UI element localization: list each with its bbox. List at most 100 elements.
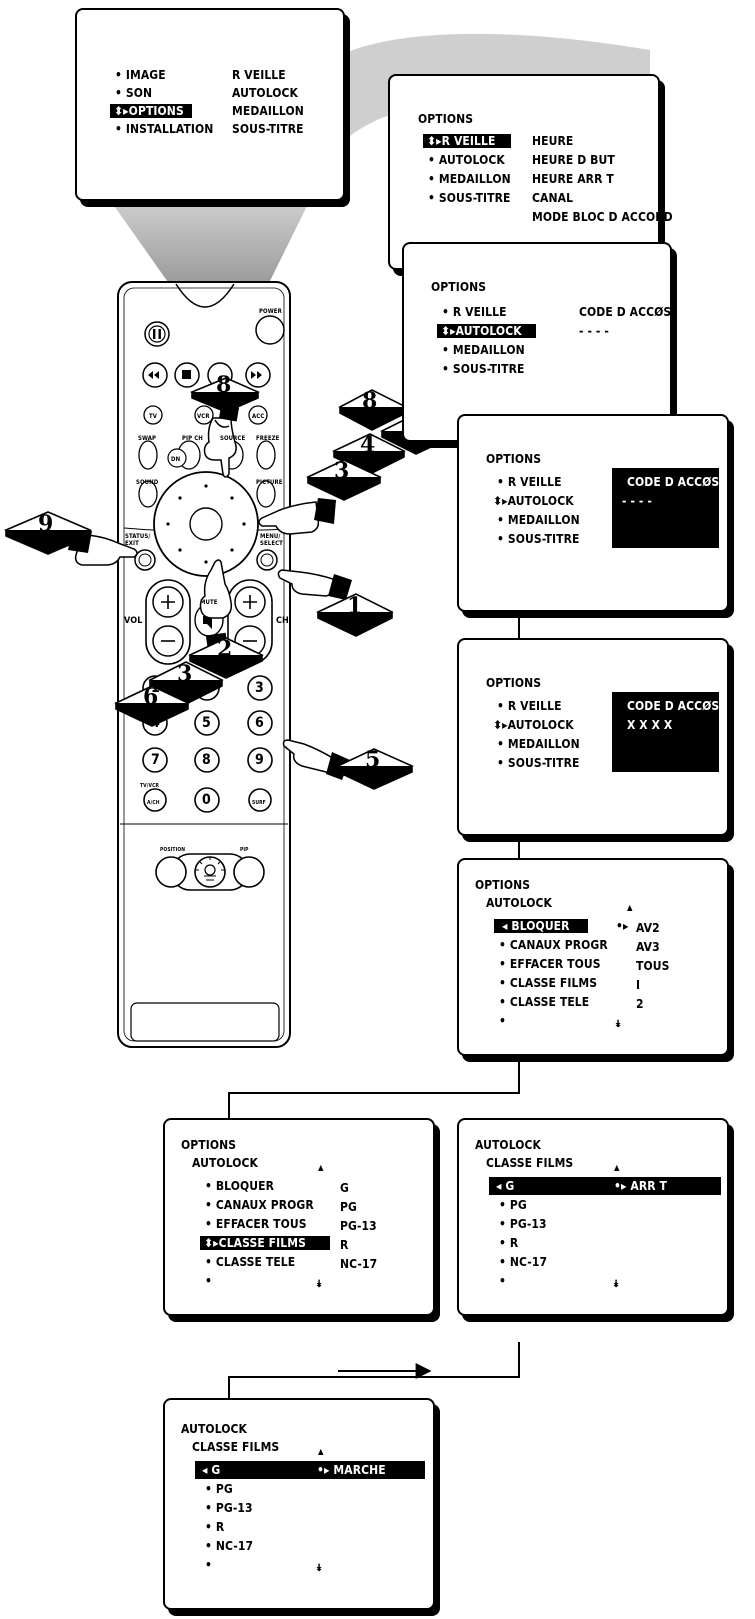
digit-8[interactable]: 8 — [202, 752, 211, 768]
rating-item-nc17[interactable]: • NC-17 — [205, 1539, 254, 1553]
menu-item-image[interactable]: • IMAGE — [115, 68, 166, 82]
rating-item-pg13[interactable]: • PG-13 — [499, 1217, 547, 1231]
value-canal: CANAL — [532, 191, 574, 205]
option-sous-titre[interactable]: • SOUS-TITRE — [442, 362, 525, 376]
autolock-item-empty: • — [205, 1274, 213, 1288]
step-5: 5 — [365, 747, 381, 773]
source-label: SOURCE — [220, 435, 246, 442]
screen-title: OPTIONS — [181, 1138, 237, 1152]
menu-item-son[interactable]: • SON — [115, 86, 153, 100]
scroll-down-icon[interactable]: ⯯ — [316, 1279, 323, 1290]
rating-item-r[interactable]: • R — [499, 1236, 519, 1250]
option-autolock[interactable]: ⬍▸AUTOLOCK — [493, 718, 574, 732]
autolock-item-classe-tele[interactable]: • CLASSE TELE — [205, 1255, 296, 1269]
screen-code-entry: OPTIONS • R VEILLE ⬍▸AUTOLOCK • MEDAILLO… — [457, 414, 729, 612]
option-sous-titre[interactable]: • SOUS-TITRE — [497, 532, 580, 546]
mute-label: MUTE — [200, 599, 218, 606]
value-heure-arret: HEURE ARR T — [532, 172, 614, 186]
scroll-up-icon[interactable]: ▲ — [627, 903, 633, 912]
code-panel[interactable]: CODE D ACCØS - - - - — [612, 468, 719, 548]
vcr-label: VCR — [197, 413, 210, 420]
autolock-item-effacer[interactable]: • EFFACER TOUS — [499, 957, 601, 971]
projection-beam — [110, 200, 310, 285]
step-8-top: 8 — [216, 372, 232, 398]
rating-value[interactable]: •▸ MARCHE — [317, 1463, 386, 1477]
screen-subtitle: CLASSE FILMS — [486, 1156, 574, 1170]
digit-1[interactable]: 1 — [151, 680, 160, 696]
autolock-item-canaux[interactable]: • CANAUX PROGR — [205, 1198, 314, 1212]
rating-item-nc17[interactable]: • NC-17 — [499, 1255, 548, 1269]
option-r-veille[interactable]: • R VEILLE — [442, 305, 507, 319]
digit-0[interactable]: 0 — [202, 792, 211, 808]
digit-3[interactable]: 3 — [255, 680, 264, 696]
option-sous-titre[interactable]: • SOUS-TITRE — [497, 756, 580, 770]
selected-row-highlight — [195, 1461, 425, 1479]
menu-select-label: MENU/SELECT — [260, 533, 283, 547]
rating-r: R — [340, 1238, 349, 1252]
scroll-up-icon[interactable]: ▲ — [318, 1163, 324, 1172]
autolock-item-classe-films[interactable]: ⬍▸CLASSE FILMS — [200, 1236, 330, 1250]
ach-label: A/CH — [147, 800, 160, 806]
digit-4[interactable]: 4 — [151, 715, 160, 731]
autolock-item-empty: • — [499, 1014, 507, 1028]
digit-7[interactable]: 7 — [151, 752, 160, 768]
menu-item-installation[interactable]: • INSTALLATION — [115, 122, 214, 136]
submenu-sous-titre: SOUS-TITRE — [232, 122, 304, 136]
option-medaillon[interactable]: • MEDAILLON — [497, 737, 580, 751]
autolock-item-effacer[interactable]: • EFFACER TOUS — [205, 1217, 307, 1231]
option-medaillon[interactable]: • MEDAILLON — [497, 513, 580, 527]
vol-label: VOL — [124, 616, 143, 626]
option-r-veille[interactable]: • R VEILLE — [497, 475, 562, 489]
selector-icon: •▸ — [616, 919, 629, 933]
rating-item-g[interactable]: ◂ G — [202, 1463, 221, 1477]
menu-item-options[interactable]: ⬍▸OPTIONS — [110, 104, 192, 118]
scroll-down-icon[interactable]: ⯯ — [613, 1279, 620, 1290]
rating-item-pg13[interactable]: • PG-13 — [205, 1501, 253, 1515]
option-medaillon[interactable]: • MEDAILLON — [442, 343, 525, 357]
autolock-item-canaux[interactable]: • CANAUX PROGR — [499, 938, 608, 952]
scroll-up-icon[interactable]: ▲ — [614, 1163, 620, 1172]
digit-6[interactable]: 6 — [255, 715, 264, 731]
autolock-item-classe-films[interactable]: • CLASSE FILMS — [499, 976, 598, 990]
code-label: CODE D ACCØS — [627, 699, 720, 713]
option-medaillon[interactable]: • MEDAILLON — [428, 172, 511, 186]
option-autolock[interactable]: • AUTOLOCK — [428, 153, 505, 167]
option-r-veille[interactable]: • R VEILLE — [497, 699, 562, 713]
option-autolock[interactable]: ⬍▸AUTOLOCK — [437, 324, 536, 338]
rating-value[interactable]: •▸ ARR T — [614, 1179, 667, 1193]
scroll-down-icon[interactable]: ⯯ — [316, 1563, 323, 1574]
option-autolock[interactable]: ⬍▸AUTOLOCK — [493, 494, 574, 508]
rating-item-pg[interactable]: • PG — [499, 1198, 527, 1212]
rating-g: G — [340, 1181, 349, 1195]
scroll-up-icon[interactable]: ▲ — [318, 1447, 324, 1456]
screen-classe-films-arret: AUTOLOCK CLASSE FILMS ▲ ◂ G •▸ ARR T • P… — [457, 1118, 729, 1316]
code-panel[interactable]: CODE D ACCØS X X X X — [612, 692, 719, 772]
autolock-item-bloquer[interactable]: ◂ BLOQUER — [494, 919, 588, 933]
digit-9[interactable]: 9 — [255, 752, 264, 768]
rating-nc17: NC-17 — [340, 1257, 378, 1271]
screen-code-entered: OPTIONS • R VEILLE ⬍▸AUTOLOCK • MEDAILLO… — [457, 638, 729, 836]
option-sous-titre[interactable]: • SOUS-TITRE — [428, 191, 511, 205]
step-9: 9 — [38, 511, 54, 537]
step-2: 2 — [217, 636, 233, 662]
step-3-lower: 3 — [177, 661, 193, 687]
screen-main-menu: • IMAGE • SON ⬍▸OPTIONS • INSTALLATION R… — [75, 8, 345, 201]
autolock-item-classe-tele[interactable]: • CLASSE TELE — [499, 995, 590, 1009]
screen-options-autolock: OPTIONS • R VEILLE ⬍▸AUTOLOCK • MEDAILLO… — [402, 242, 672, 442]
pip-ch-label: PIP CH — [182, 435, 203, 442]
code-dashes: - - - - — [579, 324, 609, 338]
scroll-down-icon[interactable]: ⯯ — [615, 1019, 622, 1030]
screen-autolock-classe-films: OPTIONS AUTOLOCK ▲ • BLOQUER • CANAUX PR… — [163, 1118, 435, 1316]
sound-label: SOUND — [136, 479, 159, 486]
autolock-item-bloquer[interactable]: • BLOQUER — [205, 1179, 275, 1193]
rating-item-g[interactable]: ◂ G — [496, 1179, 515, 1193]
option-r-veille[interactable]: ⬍▸R VEILLE — [423, 134, 512, 148]
digit-2[interactable]: 2 — [202, 680, 211, 696]
digit-5[interactable]: 5 — [202, 715, 211, 731]
code-value: X X X X — [627, 718, 673, 732]
freeze-label: FREEZE — [256, 435, 280, 442]
rating-item-r[interactable]: • R — [205, 1520, 225, 1534]
acc-label: ACC — [252, 413, 265, 420]
rating-item-pg[interactable]: • PG — [205, 1482, 233, 1496]
screen-subtitle: CLASSE FILMS — [192, 1440, 280, 1454]
